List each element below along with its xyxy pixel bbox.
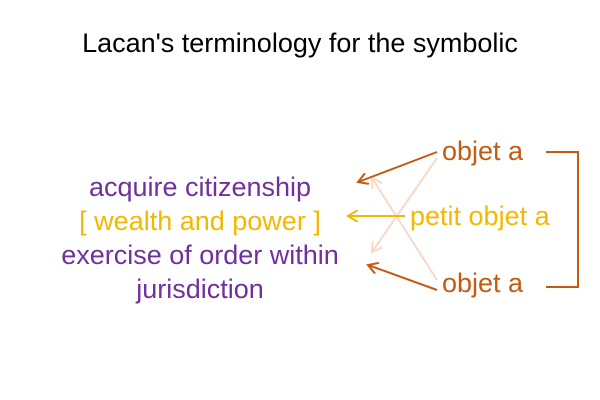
label-petit-objet-a: petit objet a <box>410 201 550 231</box>
term-acquire-citizenship: acquire citizenship <box>88 172 312 202</box>
arrow-objet-a-top <box>358 151 438 182</box>
faint-arrow-up <box>372 178 438 281</box>
left-terms: acquire citizenship [ wealth and power ]… <box>0 170 400 306</box>
bracket-objet-a <box>546 151 579 288</box>
arrow-objet-a-bottom <box>368 265 438 291</box>
faint-arrow-down <box>372 157 438 252</box>
label-objet-a-top: objet a <box>442 136 524 166</box>
term-exercise-of-order: exercise of order within <box>61 240 339 270</box>
term-jurisdiction: jurisdiction <box>136 274 264 304</box>
diagram-title: Lacan's terminology for the symbolic <box>82 28 518 58</box>
label-objet-a-bottom: objet a <box>442 268 524 298</box>
term-wealth-and-power: [ wealth and power ] <box>79 206 321 236</box>
